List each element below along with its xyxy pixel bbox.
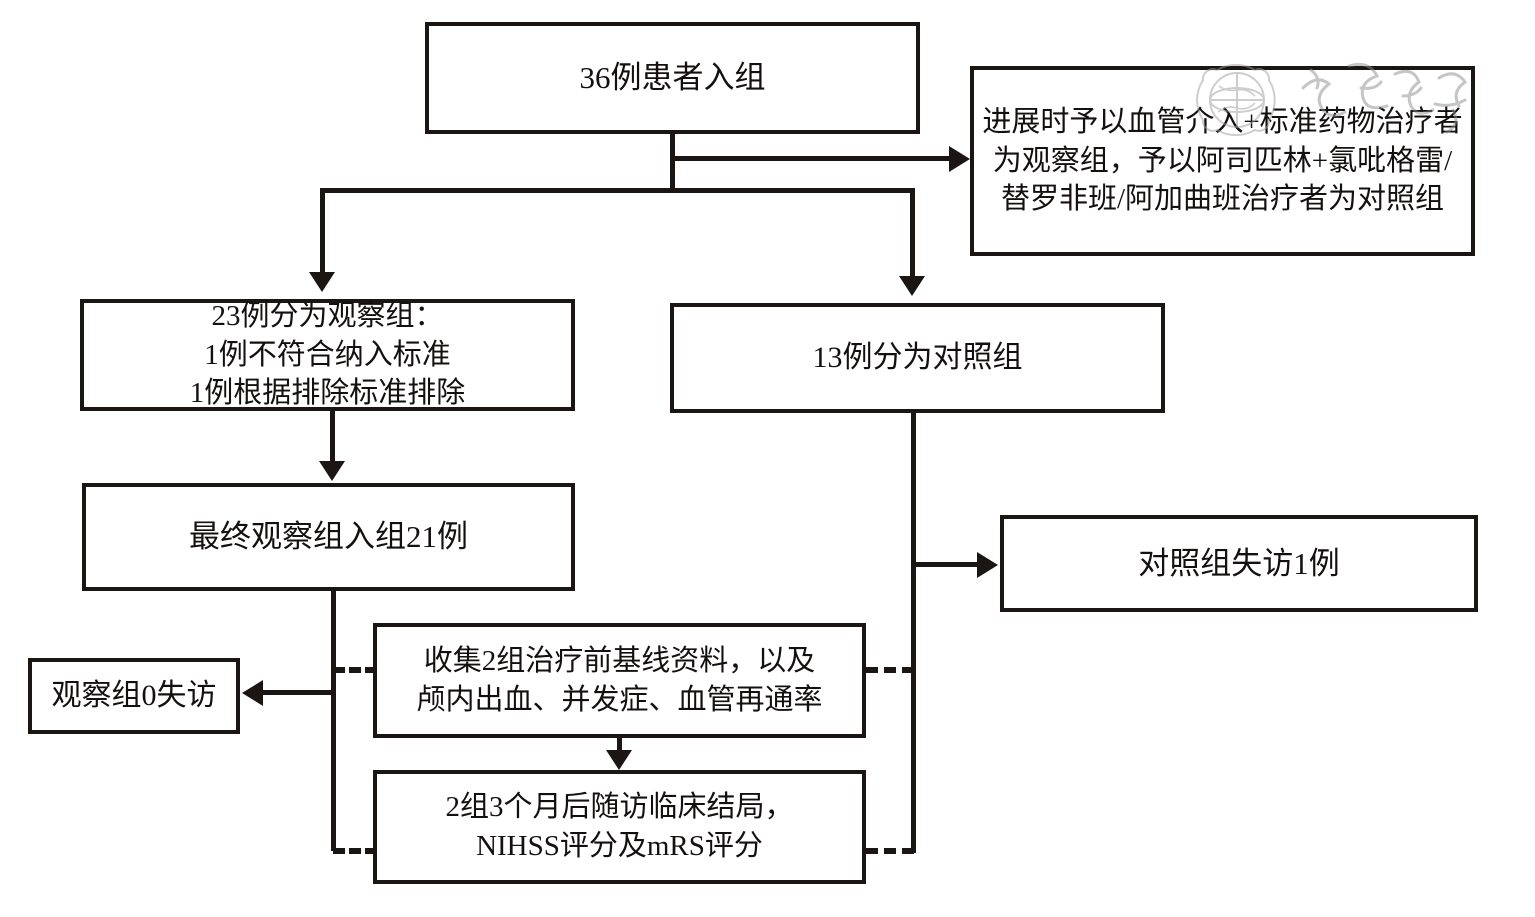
node-enrolled-label: 36例患者入组 xyxy=(579,60,766,96)
node-followup-label: 2组3个月后随访临床结局， NIHSS评分及mRS评分 xyxy=(445,791,794,862)
node-observation-lost: 观察组0失访 xyxy=(28,658,240,734)
node-final-observation-label: 最终观察组入组21例 xyxy=(189,519,468,555)
connector-split-bar xyxy=(320,188,915,193)
connector-split-left xyxy=(320,188,325,274)
connector-enrolled-to-protocol xyxy=(670,156,951,161)
arrowhead-to-observation-group xyxy=(309,272,335,292)
node-observation-lost-label: 观察组0失访 xyxy=(51,678,217,712)
dashed-final-to-followup xyxy=(333,848,377,854)
arrowhead-to-observation-lost xyxy=(242,680,263,706)
node-observation-group-label: 23例分为观察组： 1例不符合纳入标准 1例根据排除标准排除 xyxy=(189,299,466,410)
connector-control-to-lost xyxy=(911,562,983,567)
arrowhead-to-followup xyxy=(606,750,632,770)
connector-final-rail xyxy=(331,591,336,851)
dashed-control-to-baseline xyxy=(866,667,914,673)
node-followup: 2组3个月后随访临床结局， NIHSS评分及mRS评分 xyxy=(373,770,866,884)
dashed-final-to-baseline xyxy=(333,667,377,673)
connector-enrolled-stem xyxy=(670,132,675,192)
connector-baseline-to-followup xyxy=(617,738,622,756)
node-final-observation: 最终观察组入组21例 xyxy=(82,483,575,591)
node-protocol: 进展时予以血管介入+标准药物治疗者为观察组，予以阿司匹林+氯吡格雷/替罗非班/阿… xyxy=(970,66,1475,256)
arrowhead-to-control-group xyxy=(899,276,925,296)
dashed-control-to-followup xyxy=(866,848,914,854)
node-control-lost-label: 对照组失访1例 xyxy=(1138,545,1340,581)
node-enrolled: 36例患者入组 xyxy=(425,22,920,134)
arrowhead-to-control-lost xyxy=(977,552,998,578)
node-baseline-data-label: 收集2组治疗前基线资料，以及 颅内出血、并发症、血管再通率 xyxy=(416,644,823,716)
connector-obs-to-final xyxy=(330,411,335,463)
node-baseline-data: 收集2组治疗前基线资料，以及 颅内出血、并发症、血管再通率 xyxy=(373,623,866,738)
connector-control-rail xyxy=(911,413,916,853)
node-protocol-label: 进展时予以血管介入+标准药物治疗者为观察组，予以阿司匹林+氯吡格雷/替罗非班/阿… xyxy=(982,105,1463,216)
arrowhead-to-final-observation xyxy=(319,461,345,481)
node-control-group-label: 13例分为对照组 xyxy=(812,340,1023,374)
connector-final-to-obs-lost xyxy=(262,690,334,695)
node-control-group: 13例分为对照组 xyxy=(670,303,1165,413)
node-observation-group: 23例分为观察组： 1例不符合纳入标准 1例根据排除标准排除 xyxy=(80,299,575,411)
arrowhead-to-protocol xyxy=(949,146,970,172)
node-control-lost: 对照组失访1例 xyxy=(1000,515,1478,612)
connector-split-right xyxy=(910,188,915,278)
